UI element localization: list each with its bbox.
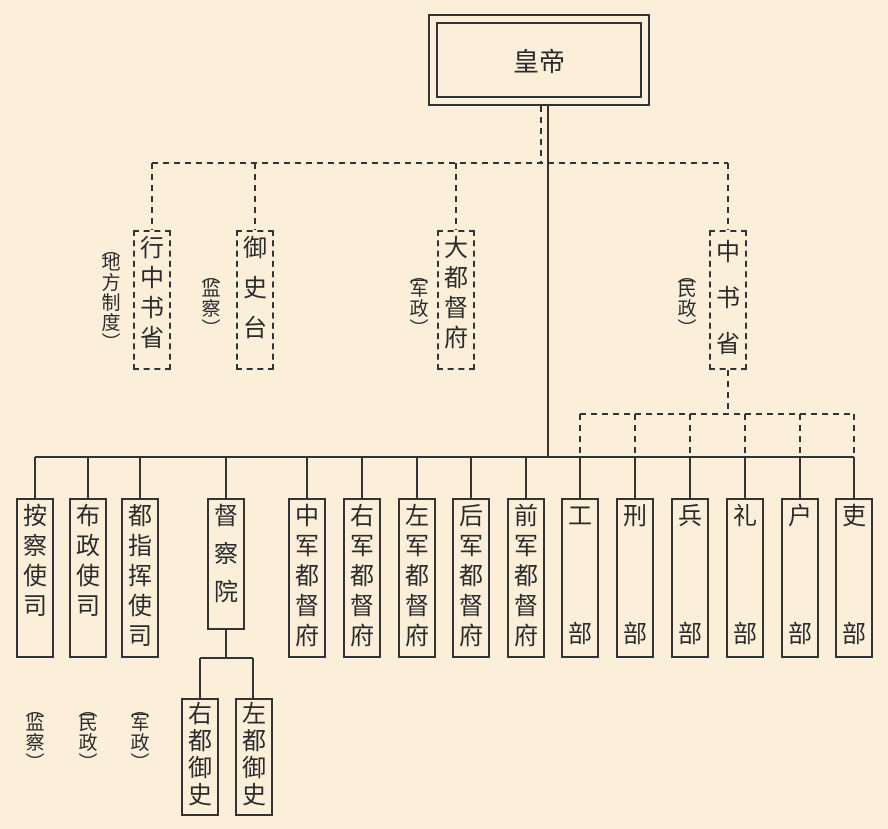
node-censor-sub-1-label: 左都御史: [242, 700, 266, 809]
dashed-connectors: [151, 106, 855, 457]
node-bottom-9: [561, 498, 599, 658]
node-bottom-7: [452, 498, 490, 658]
node-bottom-8-label: 前军都督府: [514, 502, 538, 650]
node-bottom-10-label: 刑部: [623, 502, 647, 648]
note-bottom-0: ︵监察︶: [25, 698, 45, 774]
node-bottom-2: [121, 498, 159, 658]
node-chief-military-commission-label: 大都督府: [444, 234, 468, 352]
node-censor-sub-0: [181, 698, 219, 816]
node-bottom-1-label: 布政使司: [76, 502, 100, 620]
note-bottom-2: ︵军政︶: [130, 698, 150, 774]
node-bottom-0-label: 按察使司: [23, 502, 47, 620]
note-chief-military-commission: ︵军政︶: [409, 264, 429, 340]
node-bottom-2-label: 都指挥使司: [128, 502, 152, 650]
node-censorate: [236, 230, 274, 370]
node-bottom-3: [207, 498, 245, 630]
node-bottom-3-label: 督察院: [214, 502, 238, 606]
node-chief-military-commission: [437, 230, 475, 370]
node-provincial-secretariat-label: 行中书省: [140, 234, 164, 352]
node-bottom-5: [343, 498, 381, 658]
node-bottom-14: [835, 498, 873, 658]
node-bottom-7-label: 后军都督府: [459, 502, 483, 650]
node-bottom-13-label: 户部: [788, 502, 812, 648]
node-censor-sub-0-label: 右都御史: [188, 700, 212, 809]
node-bottom-8: [507, 498, 545, 658]
node-bottom-13: [781, 498, 819, 658]
node-central-secretariat-label: 中书省: [716, 238, 740, 358]
node-censor-sub-1: [235, 698, 273, 816]
note-censorate: ︵监察︶: [201, 264, 221, 340]
node-bottom-14-label: 吏部: [842, 502, 866, 648]
node-bottom-12: [726, 498, 764, 658]
node-bottom-6: [398, 498, 436, 658]
node-bottom-4-label: 中军都督府: [295, 502, 319, 650]
node-bottom-1: [69, 498, 107, 658]
emperor-label: 皇帝: [436, 22, 642, 98]
node-central-secretariat: [709, 230, 747, 370]
node-bottom-0: [16, 498, 54, 658]
node-bottom-12-label: 礼部: [733, 502, 757, 648]
note-bottom-1: ︵民政︶: [78, 698, 98, 774]
node-censorate-label: 御史台: [243, 234, 267, 342]
note-provincial-secretariat: ︵地方制度︶: [101, 238, 121, 354]
node-bottom-10: [616, 498, 654, 658]
note-central-secretariat: ︵民政︶: [677, 264, 697, 340]
solid-connectors: [34, 106, 855, 698]
node-bottom-4: [288, 498, 326, 658]
node-bottom-11: [671, 498, 709, 658]
node-bottom-11-label: 兵部: [678, 502, 702, 648]
emperor-box: 皇帝: [428, 14, 650, 106]
node-provincial-secretariat: [133, 230, 171, 370]
node-bottom-6-label: 左军都督府: [405, 502, 429, 650]
node-bottom-9-label: 工部: [568, 502, 592, 648]
node-bottom-5-label: 右军都督府: [350, 502, 374, 650]
